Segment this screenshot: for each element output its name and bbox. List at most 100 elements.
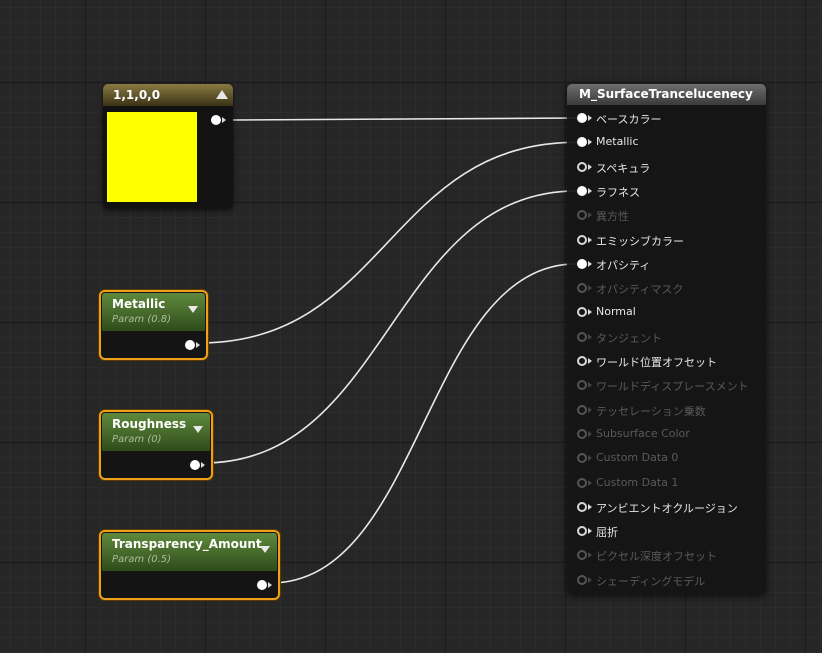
input-pin-icon [577,428,587,439]
material-input-row: オパシティマスク [567,278,766,298]
param-node-subtitle: Param (0.8) [112,314,172,325]
input-label: Custom Data 1 [596,475,679,489]
param-node-title: Transparency_Amount [112,537,262,551]
dropdown-arrow-icon[interactable] [188,306,198,313]
input-label: アンビエントオクルージョン [596,501,738,515]
pin-arrow-icon [588,115,592,121]
material-input-row: Custom Data 1 [567,473,766,493]
input-label: ベースカラー [596,113,662,126]
metallic-param-node[interactable]: Metallic Param (0.8) [99,290,208,360]
input-pin-icon[interactable] [577,307,587,318]
material-input-row: テッセレーション乗数 [567,400,766,420]
param-node-subtitle: Param (0) [112,434,162,445]
pin-arrow-icon [588,309,592,316]
pin-arrow-icon [201,462,205,468]
material-input-row[interactable]: オパシティ [567,254,766,274]
input-pin-icon[interactable] [577,258,587,269]
material-input-row[interactable]: ベースカラー [567,108,766,128]
constant-output-pin[interactable] [211,115,221,125]
pin-arrow-icon [588,139,592,146]
material-input-row: Custom Data 0 [567,448,766,468]
input-pin-icon [577,331,587,342]
pin-arrow-icon [588,503,592,510]
dropdown-arrow-icon[interactable] [193,426,203,433]
constant-color-node[interactable]: 1,1,0,0 [103,84,233,208]
input-label: ピクセル深度オフセット [596,550,717,564]
input-label: タンジェント [596,331,662,345]
material-node-header[interactable]: M_SurfaceTrancelucenecy [567,84,766,105]
param-output-pin[interactable] [185,340,195,350]
material-input-row: シェーディングモデル [567,570,766,590]
input-label: ワールドディスプレースメント [596,380,749,394]
input-label: ラフネス [596,185,640,199]
input-pin-icon [577,283,587,294]
material-input-row: ワールドディスプレースメント [567,375,766,395]
param-node-title: Metallic [112,297,166,311]
pin-arrow-icon [588,406,592,413]
pin-arrow-icon [588,163,592,170]
collapse-arrow-icon[interactable] [216,90,228,99]
param-output-pin[interactable] [257,580,267,590]
material-result-node[interactable]: M_SurfaceTrancelucenecy ベースカラー Metallic スペ… [567,84,766,594]
param-node-header[interactable]: Roughness Param (0) [102,413,210,451]
input-label: 異方性 [596,210,629,224]
param-node-header[interactable]: Transparency_Amount Param (0.5) [102,533,277,571]
connection-wire[interactable] [202,190,578,464]
connection-wire[interactable] [197,141,578,344]
material-node-title: M_SurfaceTrancelucenecy [579,87,753,101]
input-pin-icon[interactable] [577,137,587,148]
pin-arrow-icon [588,479,592,486]
material-input-row[interactable]: エミッシブカラー [567,230,766,250]
pin-arrow-icon [588,528,592,535]
material-input-row[interactable]: ワールド位置オフセット [567,351,766,371]
color-swatch [107,112,197,202]
pin-arrow-icon [588,382,592,389]
pin-arrow-icon [588,576,592,583]
input-pin-icon [577,404,587,415]
input-pin-icon [577,453,587,464]
input-label: Custom Data 0 [596,451,679,465]
pin-arrow-icon [588,552,592,559]
material-input-row[interactable]: Metallic [567,132,766,152]
input-pin-icon[interactable] [577,501,587,512]
input-pin-icon[interactable] [577,356,587,366]
material-input-row[interactable]: 屈折 [567,521,766,541]
input-label: テッセレーション乗数 [596,404,706,418]
input-pin-icon[interactable] [577,526,587,537]
input-label: Metallic [596,135,639,149]
input-label: ワールド位置オフセット [596,356,717,369]
input-label: Normal [596,305,636,319]
input-pin-icon [577,477,587,488]
param-output-pin[interactable] [190,460,200,470]
input-label: エミッシブカラー [596,234,684,248]
input-pin-icon[interactable] [577,234,587,245]
pin-arrow-icon [588,285,592,292]
pin-arrow-icon [588,455,592,462]
pin-arrow-icon [588,260,592,267]
input-pin-icon[interactable] [577,185,587,196]
constant-node-title: 1,1,0,0 [113,88,161,102]
pin-arrow-icon [196,342,200,348]
param-node-header[interactable]: Metallic Param (0.8) [102,293,205,331]
connection-wire[interactable] [269,263,578,584]
pin-arrow-icon [588,358,592,364]
dropdown-arrow-icon[interactable] [260,546,270,553]
constant-node-header[interactable]: 1,1,0,0 [103,84,233,106]
input-label: Subsurface Color [596,426,690,440]
transparency-param-node[interactable]: Transparency_Amount Param (0.5) [99,530,280,600]
input-pin-icon [577,574,587,585]
input-pin-icon[interactable] [577,113,587,123]
pin-arrow-icon [588,236,592,243]
roughness-param-node[interactable]: Roughness Param (0) [99,410,213,480]
input-label: オパシティ [596,258,651,272]
material-input-row[interactable]: Normal [567,302,766,322]
material-input-row[interactable]: スペキュラ [567,157,766,177]
material-input-row[interactable]: ラフネス [567,181,766,201]
input-pin-icon [577,380,587,391]
pin-arrow-icon [588,333,592,340]
material-input-row[interactable]: アンビエントオクルージョン [567,497,766,517]
input-pin-icon[interactable] [577,161,587,172]
connection-wire[interactable] [232,117,578,121]
pin-arrow-icon [268,582,272,588]
input-label: 屈折 [596,526,618,540]
